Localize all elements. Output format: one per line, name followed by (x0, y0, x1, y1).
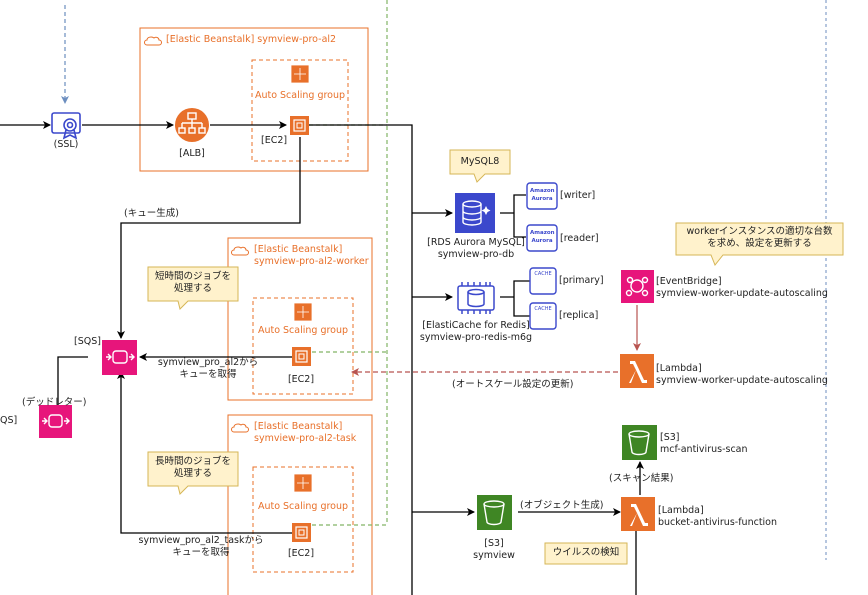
long-job-note-2: 処理する (173, 468, 212, 479)
worker-note-1: workerインスタンスの適切な台数 (686, 226, 833, 237)
dlq-partial-label: QS] (0, 415, 18, 426)
cache-label-2: symview-pro-redis-m6g (419, 332, 533, 343)
scan-result-label: (スキャン結果) (609, 473, 674, 484)
ssl-certificate-icon (51, 112, 81, 140)
eventbridge-icon (621, 270, 654, 303)
cache-node-icons (529, 267, 557, 330)
lambda-av-label-1: [Lambda] (658, 505, 704, 516)
cache-replica-label: [replica] (559, 310, 599, 321)
beanstalk-task-title-2: symview-pro-al2-task (254, 433, 357, 444)
beanstalk-worker-title-2: symview-pro-al2-worker (254, 256, 369, 267)
ec2-worker-label: [EC2] (287, 374, 315, 385)
aurora-instance-icons (526, 182, 558, 252)
asg-web-label: Auto Scaling group (254, 90, 346, 101)
rds-aurora-icon (455, 193, 495, 233)
aurora-writer-icon-text: Amazon Aurora (530, 188, 555, 202)
beanstalk-task-title-1: [Elastic Beanstalk] (254, 421, 343, 432)
ec2-icon (290, 116, 311, 542)
rds-label-1: [RDS Aurora MySQL] (427, 237, 525, 248)
beanstalk-worker-title-1: [Elastic Beanstalk] (254, 244, 343, 255)
lambda-autoscale-label-1: [Lambda] (656, 363, 702, 374)
flow-lines (0, 121, 644, 595)
task-fetch-label-2: キューを取得 (172, 547, 230, 558)
queue-create-label: (キュー生成) (124, 208, 179, 219)
aurora-writer-label: [writer] (560, 190, 596, 201)
beanstalk-web-group (139, 27, 369, 172)
worker-note-2: を求め、設定を更新する (707, 238, 812, 249)
aurora-reader-icon-text: Amazon Aurora (530, 230, 555, 244)
short-job-note-1: 短時間のジョブを (154, 271, 231, 282)
autoscale-update-label: (オートスケール設定の更新) (452, 379, 574, 390)
beanstalk-web-title: [Elastic Beanstalk] symview-pro-al2 (166, 34, 337, 45)
sqs-icon (39, 340, 137, 438)
ec2-task-label: [EC2] (287, 548, 315, 559)
elasticache-icon (457, 282, 495, 314)
note-callouts (147, 149, 844, 565)
aurora-reader-label: [reader] (560, 233, 599, 244)
short-job-note-2: 処理する (173, 283, 212, 294)
lambda-av-label-2: bucket-antivirus-function (658, 517, 778, 528)
asg-worker-label: Auto Scaling group (257, 325, 349, 336)
eventbridge-label-2: symview-worker-update-autoscaling (656, 288, 828, 299)
sqs-label: [SQS] (74, 336, 101, 347)
asg-worker-box (252, 297, 354, 395)
s3-symview-label-1: [S3] (484, 538, 504, 549)
eventbridge-label-1: [EventBridge] (656, 276, 722, 287)
mysql-note: MySQL8 (460, 156, 500, 167)
beanstalk-icon (144, 36, 249, 433)
task-fetch-label-1: symview_pro_al2_taskから (138, 535, 264, 546)
lambda-autoscale-label-2: symview-worker-update-autoscaling (656, 375, 828, 386)
object-created-label: (オブジェクト生成) (520, 500, 604, 511)
ssl-label: (SSL) (53, 139, 79, 150)
s3-symview-label-2: symview (473, 550, 515, 561)
long-job-note-1: 長時間のジョブを (154, 456, 231, 467)
cache-label-1: [ElastiCache for Redis] (422, 320, 530, 331)
s3-scan-label-2: mcf-antivirus-scan (660, 444, 748, 455)
alb-label: [ALB] (179, 148, 205, 159)
asg-task-label: Auto Scaling group (257, 501, 349, 512)
s3-bucket-icon (477, 425, 657, 530)
beanstalk-task-group (227, 414, 373, 595)
alb-icon (175, 108, 209, 142)
ec2-web-label: [EC2] (261, 135, 288, 146)
s3-scan-label-1: [S3] (660, 432, 680, 443)
worker-fetch-label-2: キューを取得 (179, 369, 237, 380)
cache-primary-label: [primary] (559, 275, 604, 286)
dead-letter-label: (デッドレター) (22, 397, 87, 408)
cache-replica-icon-text: CACHE (534, 306, 552, 312)
auto-scaling-icon (290, 64, 313, 493)
cache-primary-icon-text: CACHE (534, 271, 552, 277)
virus-note: ウイルスの検知 (552, 547, 620, 558)
worker-fetch-label-1: symview_pro_al2から (157, 357, 259, 368)
asg-task-box (252, 466, 354, 573)
rds-label-2: symview-pro-db (437, 249, 515, 260)
beanstalk-worker-group (227, 237, 373, 401)
lambda-icon (620, 354, 655, 531)
